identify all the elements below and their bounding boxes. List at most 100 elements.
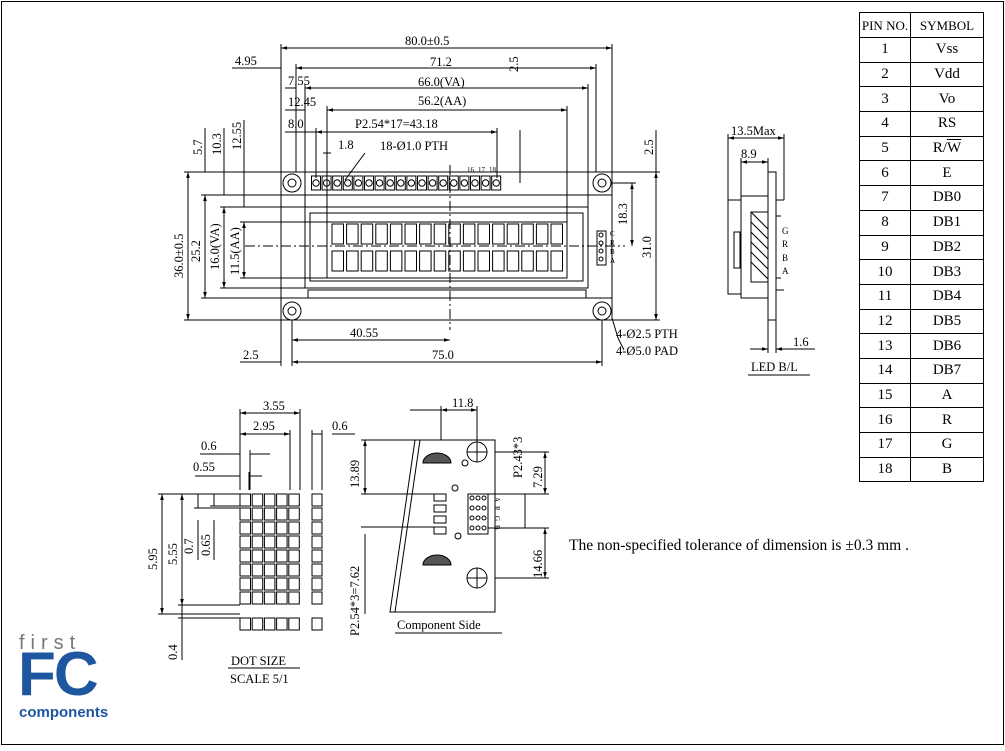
dim-aa-height: 11.5(AA) — [228, 227, 242, 275]
pin-symbol: R/W — [910, 135, 984, 162]
pin-symbol: Vdd — [910, 61, 984, 88]
dim-pcb-height: 25.2 — [189, 240, 203, 262]
mount-hole-bl — [282, 301, 302, 321]
dot-4-1 — [251, 549, 264, 563]
char-top-9 — [448, 223, 461, 245]
pin-hole-13 — [439, 179, 447, 187]
dot-w-2-95: 2.95 — [253, 419, 275, 433]
char-top-11 — [477, 223, 490, 245]
logo-components: components — [19, 704, 109, 721]
pin-number: 18 — [859, 456, 911, 483]
char-top-13 — [506, 223, 520, 245]
dim-2-5-right: 2.5 — [642, 139, 656, 155]
pin-hole-18 — [492, 179, 500, 187]
pin-symbol: A — [910, 382, 984, 409]
dot-4-4 — [288, 549, 300, 563]
pin-number: 7 — [859, 185, 911, 211]
dim-holes: 18-Ø1.0 PTH — [380, 139, 448, 153]
dot-h-0-7: 0.7 — [182, 538, 196, 554]
dot-6-3 — [276, 577, 288, 591]
pin-pad-1 — [311, 175, 321, 191]
pin-pad-5 — [353, 175, 364, 191]
pin-number: 11 — [859, 283, 911, 310]
char-bottom-11 — [477, 250, 490, 272]
char-top-10 — [462, 223, 476, 245]
pin-hole-4 — [344, 179, 352, 187]
pin-pad-12 — [427, 175, 438, 191]
dot-6-2 — [263, 577, 276, 591]
dim-pcb-width: 71.2 — [430, 55, 452, 69]
dim-overall-width: 80.0±0.5 — [405, 34, 449, 48]
dot-1-1 — [251, 507, 264, 521]
pin-hole-8 — [386, 179, 394, 187]
dim-12-45: 12.45 — [288, 95, 316, 109]
pin-symbol: G — [910, 432, 984, 458]
pin-pad-6 — [364, 175, 374, 191]
dot-7-2 — [263, 591, 276, 605]
side-dim-8-9: 8.9 — [741, 147, 757, 161]
pin-pad-3 — [332, 175, 343, 191]
pin-symbol: DB5 — [910, 308, 984, 335]
led-pin-b: B — [610, 248, 615, 256]
char-top-16 — [550, 223, 563, 245]
pin-hole-16 — [471, 179, 479, 187]
pin-no-header: PIN NO. — [859, 12, 911, 38]
dot-4-3 — [276, 549, 288, 563]
char-top-5 — [389, 223, 403, 245]
pin-number: 13 — [859, 333, 911, 359]
pin-pad-17 — [480, 175, 491, 191]
logo-first: first — [19, 632, 82, 654]
mount-hole-tl — [282, 173, 302, 193]
logo-fc: FC — [18, 640, 99, 709]
dot-h-0-4: 0.4 — [166, 644, 180, 660]
dot-0-4 — [288, 493, 300, 507]
pin-pad-16 — [470, 175, 480, 191]
top-view — [184, 44, 660, 366]
pin-label-17: 17 — [478, 166, 486, 174]
char-bottom-3 — [360, 250, 374, 272]
gap-dot-7 — [311, 591, 323, 605]
pin-row — [311, 175, 502, 191]
comp-title: Component Side — [397, 618, 481, 632]
pin-pad-9 — [395, 175, 406, 191]
mount-holes-label: 4-Ø2.5 PTH — [616, 327, 678, 341]
pin-symbol: DB3 — [910, 259, 984, 285]
char-top-14 — [521, 223, 534, 245]
dot-3-1 — [251, 535, 264, 549]
dot-6-1 — [251, 577, 264, 591]
char-bottom-9 — [448, 250, 461, 272]
pin-number: 15 — [859, 382, 911, 409]
pin-label-16: 16 — [467, 166, 475, 174]
dot-h-5-95: 5.95 — [146, 548, 160, 570]
pin-symbol: E — [910, 160, 984, 187]
component-outline — [389, 439, 496, 613]
pin-symbol: B — [910, 456, 984, 483]
cursor-dot-0 — [239, 617, 251, 631]
pin-hole-3 — [333, 179, 341, 187]
pin-pad-15 — [459, 175, 470, 191]
pin-hole-14 — [450, 179, 458, 187]
comp-w-11-8: 11.8 — [452, 396, 473, 410]
dot-1-3 — [276, 507, 288, 521]
dim-2-5-top: 2.5 — [507, 56, 521, 72]
gap-dot-6 — [311, 577, 323, 591]
dot-1-0 — [239, 507, 251, 521]
dot-2-4 — [288, 521, 300, 535]
dot-grid — [239, 493, 323, 631]
dot-5-4 — [288, 563, 300, 577]
dot-2-2 — [263, 521, 276, 535]
pin-number: 12 — [859, 308, 911, 335]
pin-symbol: R — [910, 407, 984, 433]
dim-4-95: 4.95 — [235, 54, 257, 68]
pin-number: 3 — [859, 86, 911, 113]
side-pin-b: B — [782, 253, 788, 263]
dim-18-3: 18.3 — [616, 203, 630, 225]
char-bottom-13 — [506, 250, 520, 272]
